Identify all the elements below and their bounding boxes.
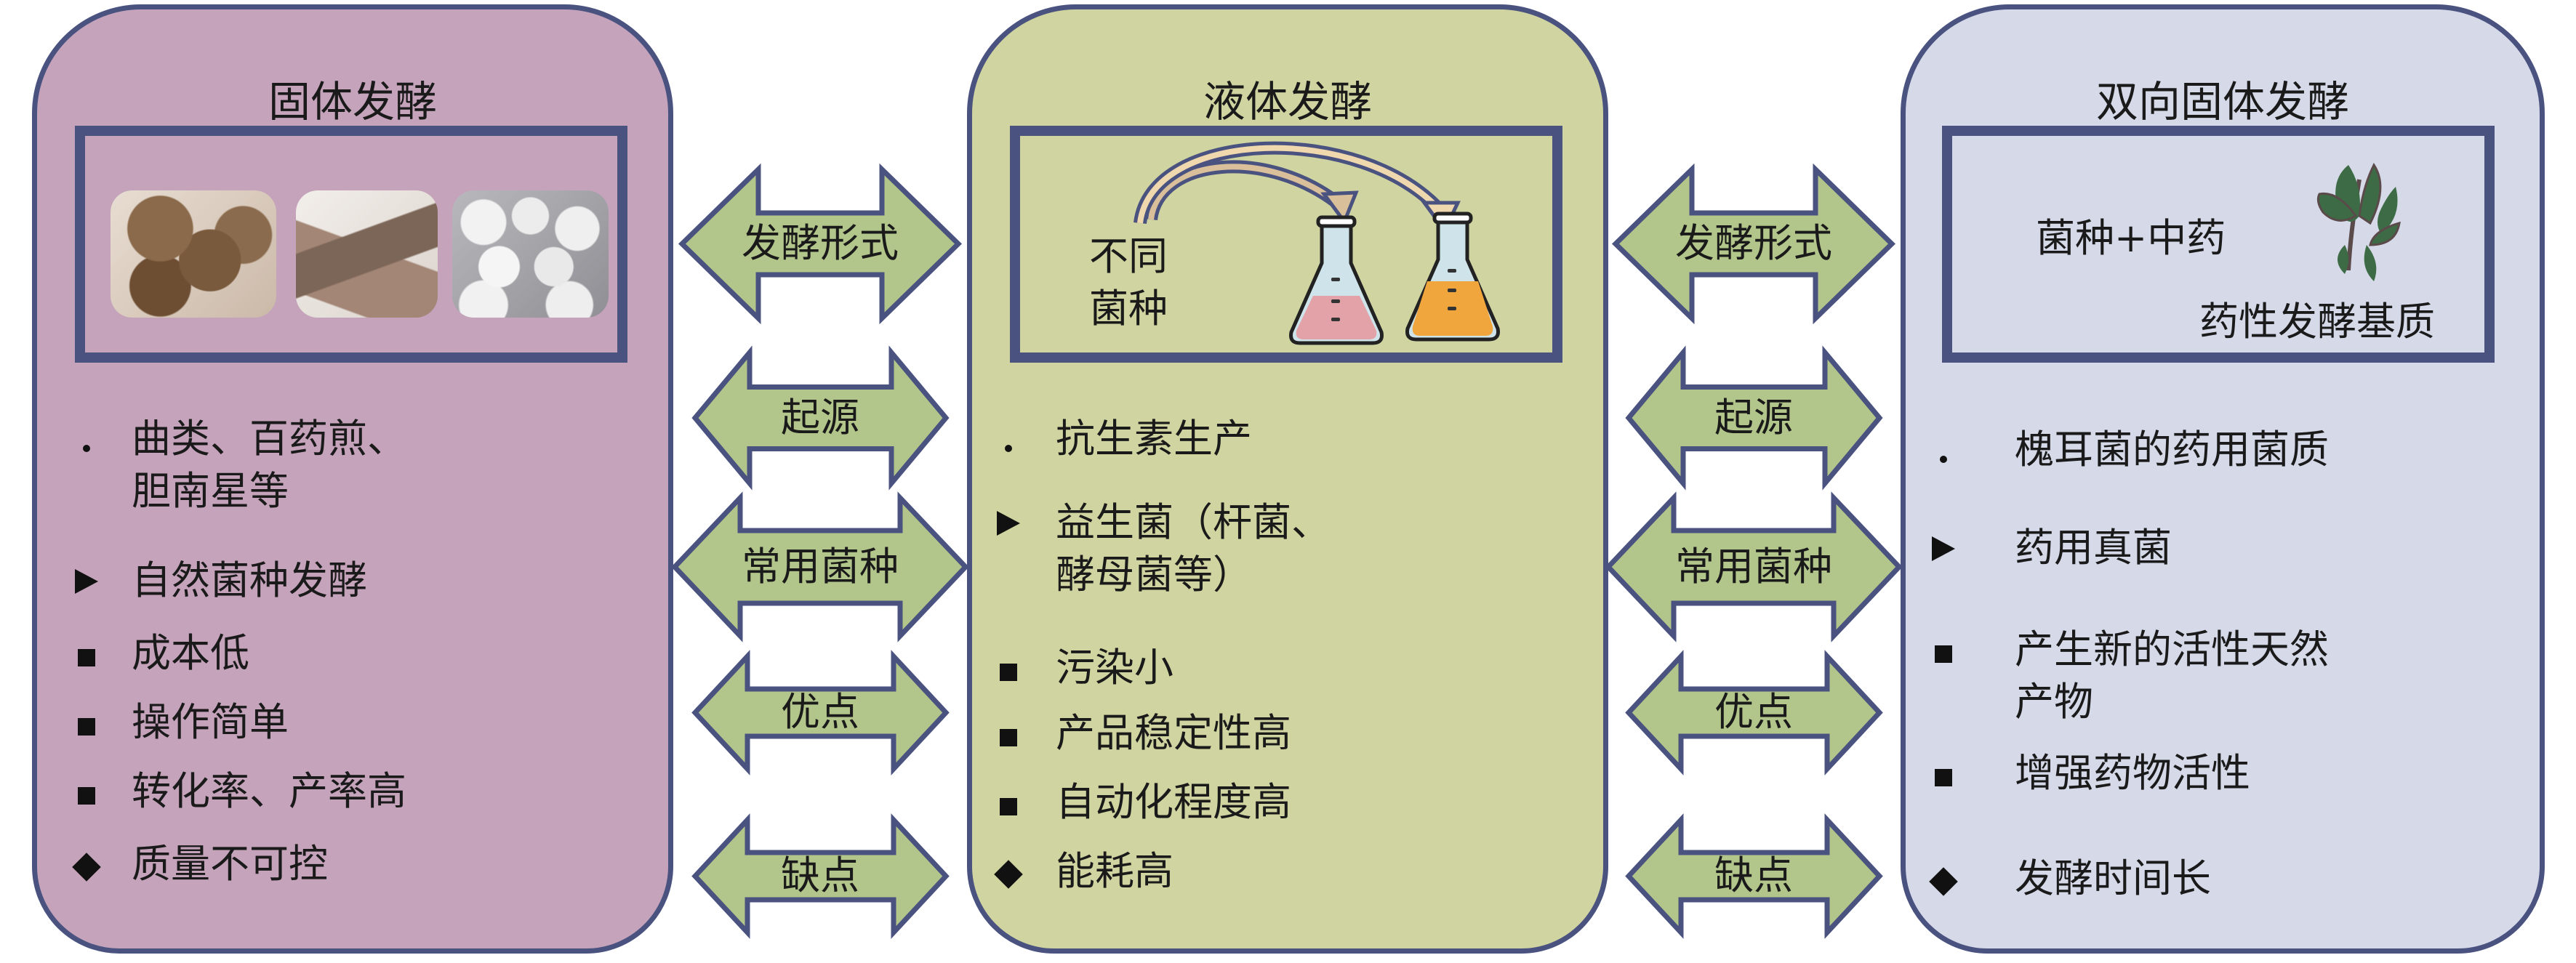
connector-label: 发酵形式: [1675, 220, 1832, 266]
inner-label: 菌种+中药: [2036, 215, 2226, 261]
list-item-text: 增强药物活性: [2015, 750, 2250, 796]
double-arrow-right-1: 起源: [1624, 345, 1883, 491]
panel-title: 固体发酵: [268, 77, 437, 126]
connector-label: 起源: [781, 395, 859, 440]
bullet-diamond-icon: [1922, 853, 1965, 905]
bullet-square-icon: [987, 707, 1030, 759]
bullet-square-icon: [65, 696, 108, 749]
liquid-image-box: 不同 菌种: [1010, 126, 1562, 363]
panel-title: 双向固体发酵: [2095, 77, 2349, 126]
bullet-dot-icon: [1922, 424, 1965, 476]
panel-title: 液体发酵: [1203, 77, 1372, 126]
bullet-dot-icon: [987, 413, 1030, 465]
list-item-text: 曲类、百药煎、 胆南星等: [132, 416, 406, 514]
double-arrow-left-0: 发酵形式: [678, 163, 963, 324]
list-item-text: 能耗高: [1056, 848, 1173, 894]
solid-image-box: [75, 126, 627, 363]
double-arrow-icon: [1624, 345, 1883, 491]
list-item-text: 质量不可控: [132, 841, 328, 887]
bullet-square-icon: [1922, 747, 1965, 799]
bullet-square-icon: [987, 642, 1030, 694]
double-arrow-right-2: 常用菌种: [1605, 491, 1903, 642]
double-arrow-right-3: 优点: [1624, 649, 1883, 775]
double-arrow-icon: [1611, 163, 1896, 324]
double-arrow-icon: [678, 163, 963, 324]
list-item-text: 益生菌（杆菌、 酵母菌等）: [1056, 499, 1331, 597]
bidirectional-fermentation-panel: 双向固体发酵 菌种+中药 药性发酵基质 槐耳菌的药用菌质药用真菌产生新的活性天然…: [1901, 4, 2545, 954]
herb-plant-icon: [2316, 163, 2401, 281]
connector-label: 优点: [1714, 689, 1793, 735]
bullet-diamond-icon: [65, 838, 108, 890]
bullet-triangle-icon: [1922, 522, 1965, 574]
herbal-ferment-pellets-image: [452, 190, 609, 318]
double-arrow-icon: [671, 491, 969, 642]
bullet-square-icon: [65, 765, 108, 818]
inner-sublabel: 药性发酵基质: [2199, 299, 2435, 344]
list-item-text: 抗生素生产: [1056, 416, 1252, 462]
double-arrow-icon: [1624, 649, 1883, 775]
double-arrow-left-4: 缺点: [691, 813, 950, 939]
herbal-ferment-cubes-image: [111, 190, 276, 318]
double-arrow-icon: [691, 649, 950, 775]
flask-orange-icon: [1405, 211, 1500, 342]
bullet-square-icon: [1922, 624, 1965, 676]
list-item-text: 污染小: [1056, 645, 1173, 690]
herbal-ferment-slabs-image: [296, 190, 438, 318]
inner-label: 不同 菌种: [1089, 233, 1168, 331]
double-arrow-right-4: 缺点: [1624, 813, 1883, 939]
connector-label: 常用菌种: [1675, 544, 1832, 589]
connector-label: 常用菌种: [742, 544, 899, 589]
double-arrow-icon: [1605, 491, 1903, 642]
double-arrow-icon: [691, 813, 950, 939]
double-arrow-left-2: 常用菌种: [671, 491, 969, 642]
connector-label: 缺点: [781, 853, 859, 898]
bullet-dot-icon: [65, 413, 108, 465]
connector-label: 起源: [1714, 395, 1793, 440]
liquid-fermentation-panel: 液体发酵 不同 菌种 抗生素生产益生菌（杆菌、 酵母菌等） 污染小: [967, 4, 1608, 954]
flask-pink-icon: [1289, 215, 1384, 345]
double-arrow-right-0: 发酵形式: [1611, 163, 1896, 324]
list-item-text: 转化率、产率高: [132, 768, 406, 814]
list-item-text: 槐耳菌的药用菌质: [2015, 427, 2329, 472]
list-item-text: 自动化程度高: [1056, 779, 1291, 825]
list-item-text: 产生新的活性天然 产物: [2015, 626, 2329, 725]
solid-fermentation-panel: 固体发酵 曲类、百药煎、 胆南星等自然菌种发酵成本低操作简单转化率、产率高质量不…: [32, 4, 673, 954]
double-arrow-icon: [1624, 813, 1883, 939]
bullet-diamond-icon: [987, 845, 1030, 898]
list-item-text: 自然菌种发酵: [132, 557, 367, 603]
connector-label: 缺点: [1714, 853, 1793, 898]
bullet-triangle-icon: [65, 555, 108, 607]
connector-label: 优点: [781, 689, 859, 735]
double-arrow-icon: [691, 345, 950, 491]
bidirectional-image-box: 菌种+中药 药性发酵基质: [1942, 126, 2495, 363]
list-item-text: 成本低: [132, 630, 249, 676]
list-item-text: 产品稳定性高: [1056, 710, 1291, 756]
list-item-text: 操作简单: [132, 699, 289, 745]
bullet-square-icon: [65, 627, 108, 680]
double-arrow-left-1: 起源: [691, 345, 950, 491]
bullet-triangle-icon: [987, 496, 1030, 549]
bullet-square-icon: [987, 776, 1030, 829]
double-arrow-left-3: 优点: [691, 649, 950, 775]
list-item-text: 发酵时间长: [2015, 855, 2211, 901]
list-item-text: 药用真菌: [2015, 525, 2172, 571]
connector-label: 发酵形式: [742, 220, 899, 266]
